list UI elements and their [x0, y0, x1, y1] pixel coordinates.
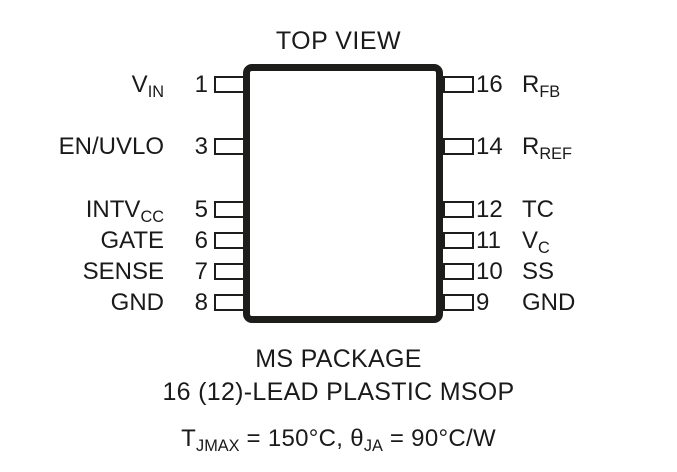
- pin-number-12: 12: [476, 196, 503, 223]
- pin-lead-14: [443, 138, 474, 155]
- pin-number-3: 3: [194, 133, 208, 160]
- package-body-outline: [243, 64, 443, 323]
- pin-name-INTVCC: INTVCC: [85, 196, 164, 226]
- pin-row-6: GATE 6: [20, 226, 208, 256]
- pin-lead-16: [443, 76, 474, 93]
- pin-name-subscript-RFB: FB: [539, 82, 561, 101]
- pin-lead-7: [214, 263, 245, 280]
- pin-number-10: 10: [476, 258, 503, 285]
- pin-row-9: 9 GND: [476, 288, 671, 318]
- pin-row-1: VIN 1: [20, 70, 208, 101]
- thermal-tjmax-subscript: JMAX: [196, 436, 240, 455]
- pin-number-8: 8: [194, 289, 208, 316]
- thermal-tjmax-symbol: T: [181, 425, 197, 452]
- pin-name-VC: VC: [522, 227, 550, 257]
- pin-row-16: 16 RFB: [476, 70, 671, 101]
- page-title: TOP VIEW: [275, 27, 402, 55]
- pin-row-7: SENSE 7: [20, 257, 208, 287]
- pin-number-16: 16: [476, 71, 503, 98]
- pin-lead-5: [214, 201, 245, 218]
- pin-name-SENSE: SENSE: [82, 258, 164, 285]
- pin-row-3: EN/UVLO 3: [20, 132, 208, 162]
- pin-row-12: 12 TC: [476, 195, 671, 225]
- pin-name-VIN: VIN: [131, 71, 164, 101]
- caption-thermal-spec: TJMAX = 150°C, θJA = 90°C/W: [0, 425, 677, 455]
- pin-lead-11: [443, 232, 474, 249]
- pin-lead-6: [214, 232, 245, 249]
- pin-lead-10: [443, 263, 474, 280]
- caption-package-name: MS PACKAGE: [255, 345, 422, 373]
- pin-name-RREF: RREF: [522, 133, 572, 163]
- pin-name-TC: TC: [522, 196, 554, 223]
- pin-name-SS: SS: [522, 258, 555, 285]
- pin-row-10: 10 SS: [476, 257, 671, 287]
- pin-number-6: 6: [194, 227, 208, 254]
- pin-name-subscript-RREF: REF: [539, 144, 572, 163]
- pin-name-subscript-VIN: IN: [147, 82, 164, 101]
- pin-row-8: GND 8: [20, 288, 208, 318]
- pin-number-14: 14: [476, 133, 503, 160]
- pin-lead-1: [214, 76, 245, 93]
- pin-number-9: 9: [476, 289, 490, 316]
- thermal-tjmax-value: = 150°C, θ: [239, 425, 364, 452]
- pin-lead-3: [214, 138, 245, 155]
- pin-name-subscript-INTVCC: CC: [140, 207, 164, 226]
- thermal-theta-value: = 90°C/W: [382, 425, 496, 452]
- pin-name-GATE: GATE: [100, 227, 164, 254]
- pin-row-14: 14 RREF: [476, 132, 671, 163]
- pin-row-5: INTVCC 5: [20, 195, 208, 226]
- pin-name-RFB: RFB: [522, 71, 561, 101]
- pin-lead-12: [443, 201, 474, 218]
- pin-name-GND: GND: [522, 289, 576, 316]
- pin-name-EN/UVLO: EN/UVLO: [58, 133, 164, 160]
- pin-number-7: 7: [194, 258, 208, 285]
- pin-row-11: 11 VC: [476, 226, 671, 257]
- pin-number-5: 5: [194, 196, 208, 223]
- pin-number-1: 1: [194, 71, 208, 98]
- pin-name-GND: GND: [110, 289, 164, 316]
- thermal-theta-subscript: JA: [363, 436, 383, 455]
- caption-lead-count: 16 (12)-LEAD PLASTIC MSOP: [162, 378, 515, 406]
- pin-number-11: 11: [476, 227, 501, 254]
- pin-name-subscript-VC: C: [538, 238, 550, 257]
- pin-lead-8: [214, 294, 245, 311]
- pin-lead-9: [443, 294, 474, 311]
